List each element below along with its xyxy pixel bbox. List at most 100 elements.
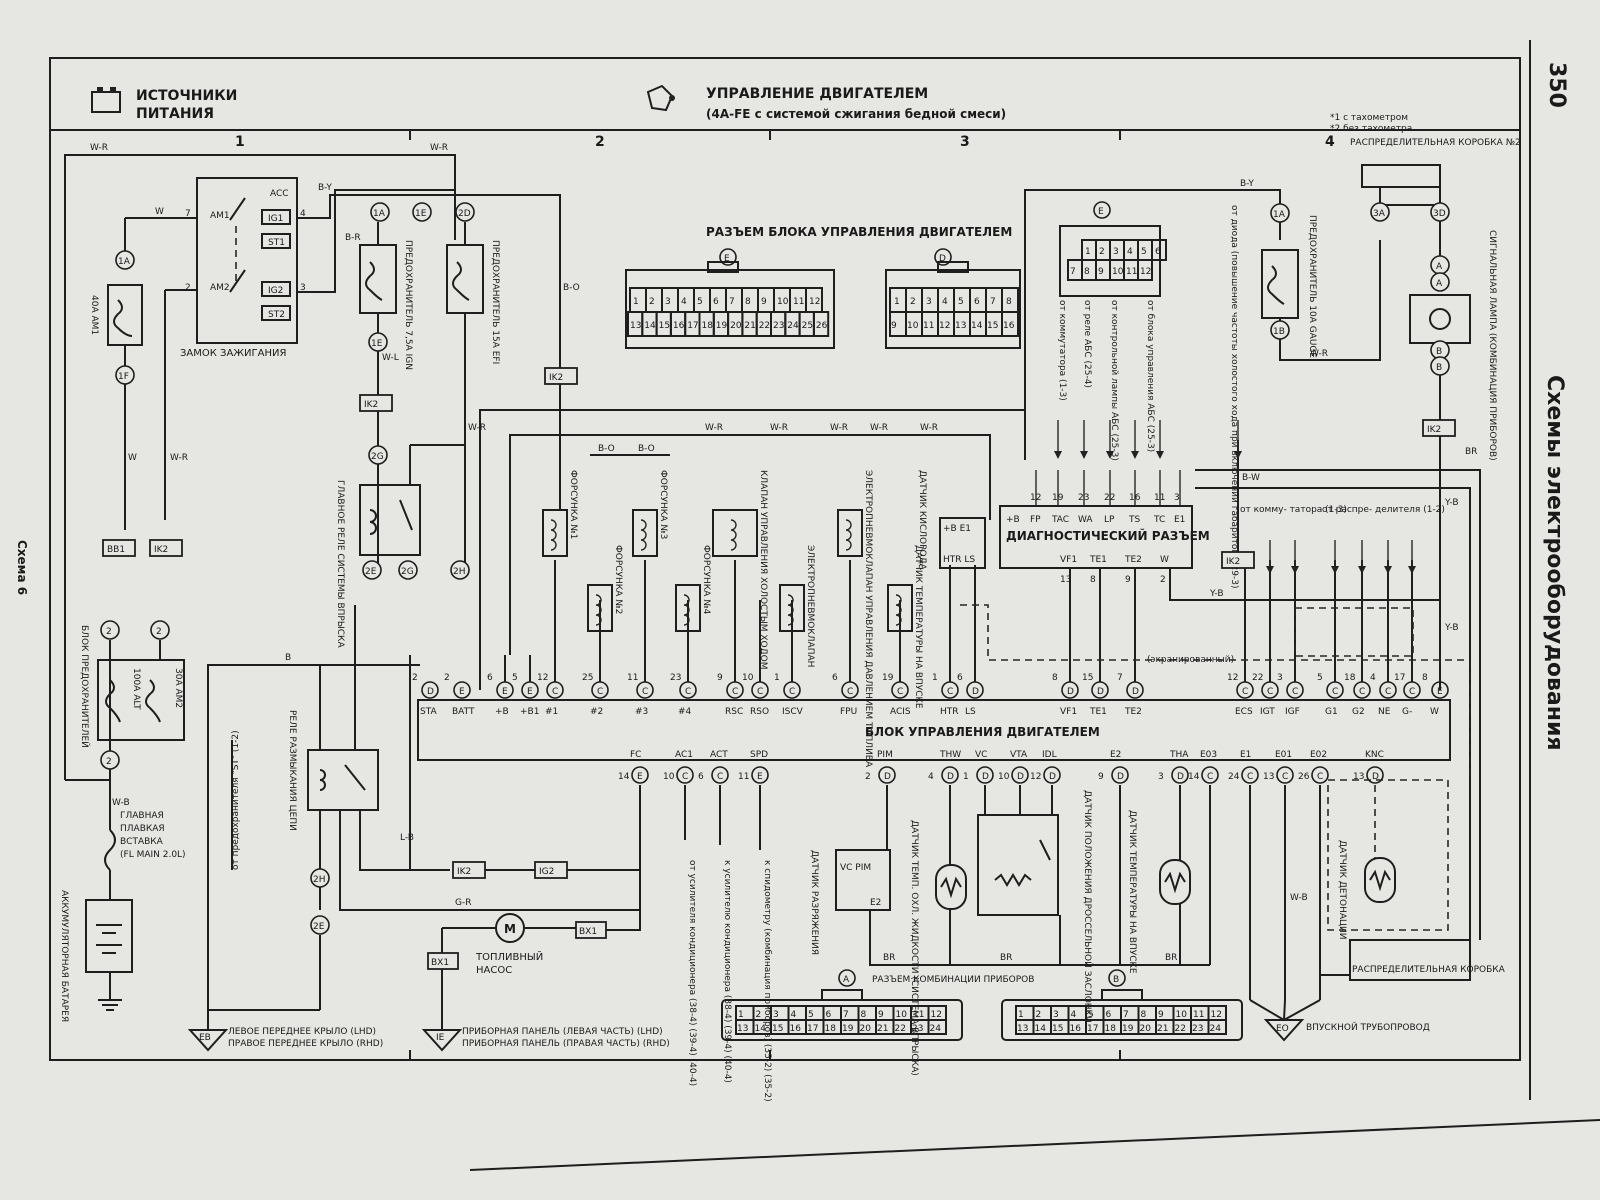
ecu-pin-name: #4: [678, 707, 692, 717]
ecu-pin-connector-letter: C: [789, 687, 795, 697]
ecu-pin-name: E1: [1240, 750, 1251, 760]
pin-label: VC PIM: [840, 863, 871, 873]
ecu-pin-number: 2: [865, 772, 871, 782]
ecu-pin-name: G2: [1352, 707, 1365, 717]
svg-text:IK2: IK2: [1226, 557, 1240, 567]
ecu-pin-number: 1: [963, 772, 969, 782]
fuse-block-label: БЛОК ПРЕДОХРАНИТЕЛЕЙ: [79, 625, 91, 748]
connector-pin-label: 6: [1106, 1010, 1112, 1020]
connector-pin-label: 15: [659, 321, 670, 331]
wire-color-label: W: [155, 207, 164, 217]
ecu-pin-name: VTA: [1010, 750, 1028, 760]
connector-pin-label: 20: [860, 1024, 872, 1034]
ecu-pin-marker: [941, 766, 959, 784]
ecu-pin-connector-letter: C: [847, 687, 853, 697]
from-abs-block-label: от блока управления АБС (25-3): [1145, 300, 1155, 452]
connector-pin-label: 3: [1053, 1010, 1059, 1020]
conn-b-letter: B: [1113, 975, 1119, 985]
ecu-pin-number: 12: [1227, 673, 1238, 683]
ecu-pin-name: +B1: [520, 707, 539, 717]
ecu-pin-number: 6: [832, 673, 838, 683]
ecu-pin-number: 12: [1030, 772, 1041, 782]
svg-text:2G: 2G: [401, 567, 414, 577]
connector-pin-label: 12: [939, 321, 950, 331]
page-edge: [469, 1119, 1600, 1171]
fuse-block: [97, 659, 185, 741]
ecu-pin-connector-letter: E: [1437, 687, 1443, 697]
ecu-pin-number: 5: [512, 673, 518, 683]
ecu-pin-number: 4: [928, 772, 934, 782]
ecu-pin-name: VF1: [1060, 707, 1077, 717]
ecu-pin-name: #3: [635, 707, 648, 717]
wire-w-b: [207, 664, 230, 1010]
switch-term: ST2: [268, 310, 285, 320]
connector-pin-label: 11: [1126, 267, 1137, 277]
shielded-o2-line: [960, 604, 1470, 661]
connector-pin-label: 23: [1192, 1024, 1203, 1034]
ecu-pin-connector-letter: E: [637, 772, 643, 782]
svg-text:2: 2: [106, 627, 112, 637]
switch-terminal-id: AM2: [210, 283, 230, 293]
wire-color-label: B-Y: [318, 183, 332, 193]
connector-pin-label: 21: [744, 321, 755, 331]
ecu-pin-connector-letter: C: [1247, 772, 1253, 782]
ecu-pin-name: FC: [630, 750, 641, 760]
wire-b-r: [297, 189, 380, 293]
wire-color-label: W-R: [90, 143, 108, 153]
connector-pin-label: 14: [971, 321, 983, 331]
wire-color-label: B-Y: [1240, 179, 1254, 189]
diag-pin-name: FP: [1030, 515, 1041, 525]
distributor-label: РАСПРЕДЕЛИТЕЛЬНАЯ КОРОБКА: [1352, 965, 1506, 975]
fuse-alt-label: 100A ALT: [131, 668, 141, 710]
ecu-pin-number: 6: [957, 673, 963, 683]
wire-l-b: [359, 810, 450, 871]
actuator-coil: [837, 509, 863, 557]
svg-text:EB: EB: [199, 1033, 211, 1043]
ecu-pin-name: E01: [1275, 750, 1292, 760]
signal-lamp-label: СИГНАЛЬНАЯ ЛАМПА (КОМБИНАЦИЯ ПРИБОРОВ): [1487, 230, 1497, 461]
ecu-pin-name: KNC: [1365, 750, 1384, 760]
connector-pin-label: 19: [842, 1024, 854, 1034]
to-speedo-label: к спидометру (комбинация приборов) (35-2…: [762, 860, 772, 1102]
connector-pin-label: 24: [930, 1024, 942, 1034]
svg-text:BX1: BX1: [579, 927, 597, 937]
ground-eb-label: ЛЕВОЕ ПЕРЕДНЕЕ КРЫЛО (LHD): [228, 1027, 376, 1037]
connector-pin-label: 14: [755, 1024, 767, 1034]
ecu-pin-marker: [1276, 766, 1294, 784]
connector-pin-label: 2: [1036, 1010, 1042, 1020]
wire-br: [1195, 469, 1481, 940]
connector-pin-label: 8: [1084, 267, 1090, 277]
diag-pin-name: W: [1160, 555, 1169, 565]
throttle-sensor-label: ДАТЧИК ПОЛОЖЕНИЯ ДРОССЕЛЬНОЙ ЗАСЛОНКИ: [1082, 790, 1094, 1023]
ecu-pin-connector-letter: C: [1359, 687, 1365, 697]
main-relay: [359, 484, 421, 556]
ecu-pin-number: 13: [1353, 772, 1364, 782]
relay-contact: [344, 764, 366, 791]
wire-br-ground-bus: [869, 910, 1210, 966]
ecu-pin-number: 1: [774, 673, 780, 683]
ecu-pin-number: 8: [1052, 673, 1058, 683]
fuse-am1-label: 40A AM1: [89, 295, 99, 335]
ecu-pin-number: 14: [618, 772, 630, 782]
wire-br: [1195, 487, 1471, 940]
ecu-pin-marker: [711, 766, 729, 784]
connector-pin-label: 1: [738, 1010, 744, 1020]
connector-pin-label: 16: [790, 1024, 802, 1034]
ecu-pin-name: VC: [975, 750, 987, 760]
connector-pin-label: 3: [1113, 247, 1119, 257]
connector-pin-label: 14: [1035, 1024, 1047, 1034]
ecu-pin-marker: [676, 766, 694, 784]
connector-pin-label: 1: [1085, 247, 1091, 257]
ecu-pin-name: SPD: [750, 750, 768, 760]
actuator-coil: [632, 509, 658, 557]
ecu-pin-connector-letter: C: [682, 772, 688, 782]
ecu-pin-connector-letter: C: [1292, 687, 1298, 697]
ecu-pin-connector-letter: C: [1332, 687, 1338, 697]
wire-color-label: BR: [883, 953, 895, 963]
wire-color-label: L-B: [400, 833, 414, 843]
ecu-pin-marker: [453, 681, 471, 699]
wire-color-label: G-R: [455, 898, 471, 908]
diag-pin-number: 3: [1174, 493, 1180, 503]
